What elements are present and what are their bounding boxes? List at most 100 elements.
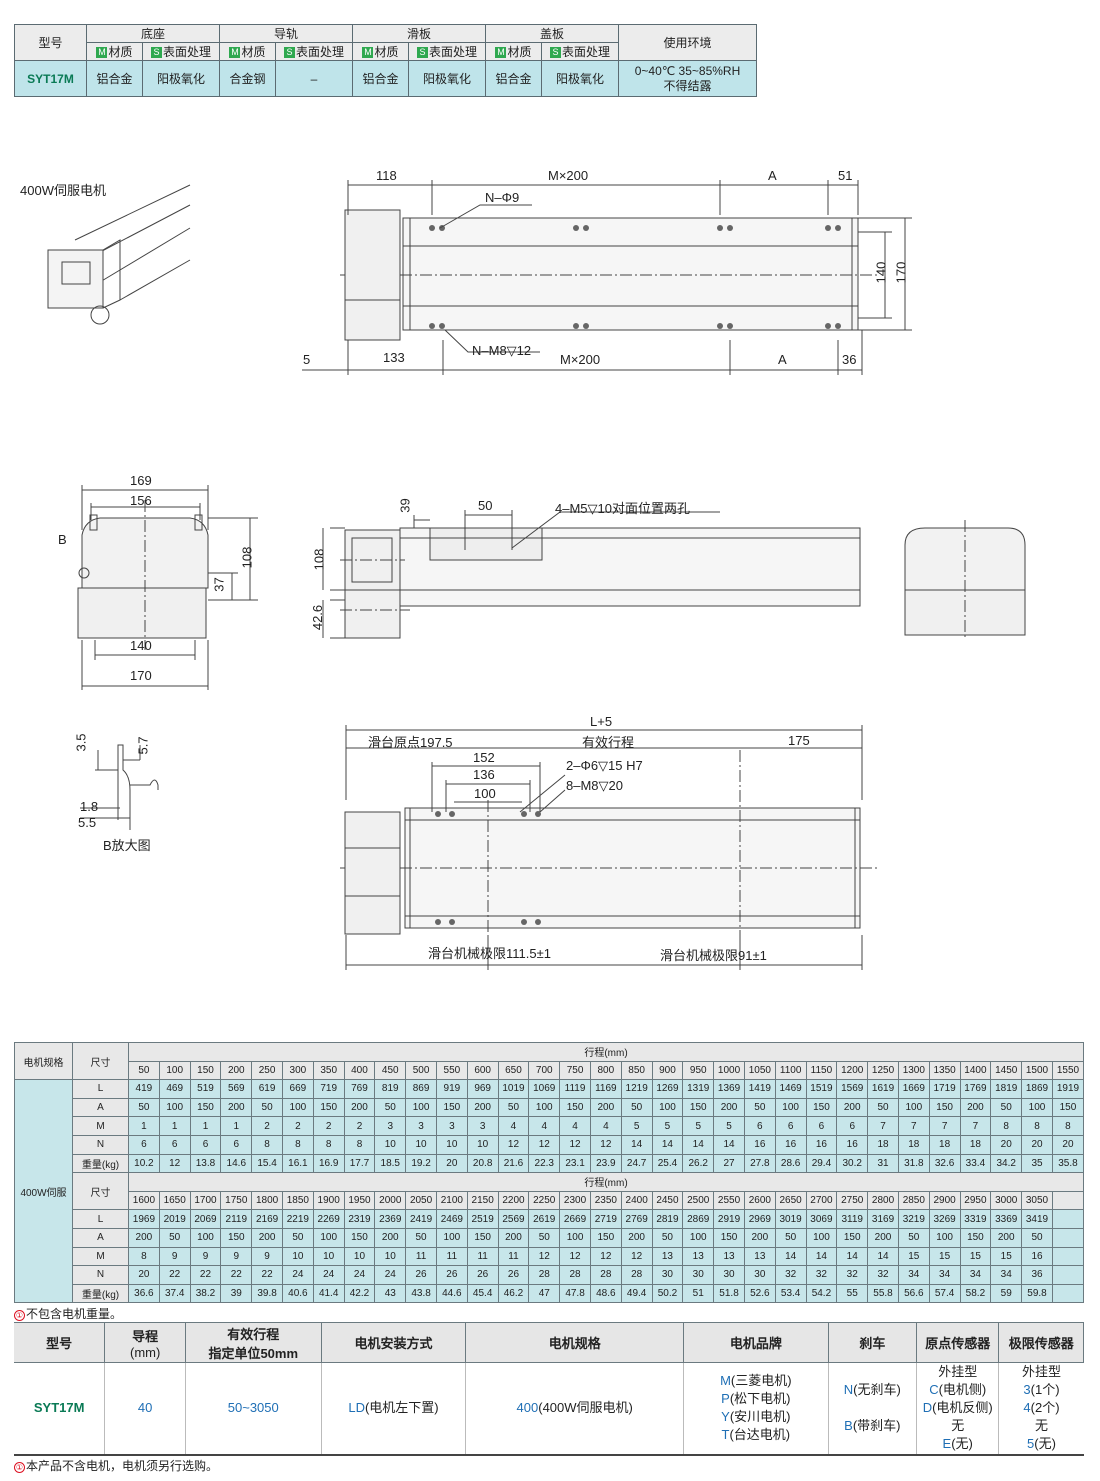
spec-value: 3269 [928,1209,961,1229]
spec-value: 19.2 [405,1153,437,1174]
dim-42-6: 42.6 [310,604,326,631]
spec-value: 50 [528,1227,561,1248]
spec-value: 5 [620,1116,653,1136]
spec-value: 3169 [867,1209,899,1229]
spec-value: 50 [651,1227,684,1248]
spec-value: 38.2 [189,1283,222,1304]
spec-value: 2569 [497,1209,530,1229]
spec-value: 1419 [743,1079,776,1099]
spec-value: 7 [959,1116,992,1136]
spec-value: 49.4 [620,1283,653,1304]
spec-value: 3119 [836,1209,869,1229]
spec-value: 26 [405,1265,437,1285]
spec-value: 150 [189,1097,222,1118]
spec-value: 10.2 [128,1153,160,1174]
origin-label: 滑台原点197.5 [368,735,453,750]
spec-value: 100 [281,1097,314,1118]
spec-value: 100 [528,1097,561,1118]
spec-value: 8 [343,1134,376,1155]
spec-value: 150 [1051,1097,1085,1118]
stroke-value: 1550 [1051,1060,1085,1081]
spec-value: 33.4 [959,1153,992,1174]
spec-value: 100 [189,1227,222,1248]
spec-value: 1369 [713,1079,745,1099]
spec-value: 14 [805,1246,838,1267]
spec-value: 32 [836,1265,869,1285]
spec-value: 869 [405,1079,437,1099]
right-end-view [904,520,1026,640]
ord-hdr-brand: 电机品牌 [682,1322,829,1363]
stroke-value: 550 [435,1060,468,1081]
hdr-env: 使用环境 [618,24,757,61]
spec-value: 15.4 [251,1153,283,1174]
spec-value: 26 [435,1265,468,1285]
spec-value: 1869 [1021,1079,1053,1099]
spec-value: 59.8 [1021,1283,1053,1304]
ord-lead: 40 [104,1362,186,1456]
row-label: 重量(kg) [72,1153,129,1174]
spec-value: 57.4 [928,1283,961,1304]
spec-value: 11 [466,1246,499,1267]
spec-value: 200 [220,1097,253,1118]
spec-value: 100 [405,1097,437,1118]
spec-value: 10 [343,1246,376,1267]
empty-cell [1051,1283,1085,1304]
stroke-value: 2800 [867,1190,899,1211]
spec-value: 42.2 [343,1283,376,1304]
spec-value: 31 [867,1153,899,1174]
spec-value: 45.4 [466,1283,499,1304]
spec-value: 200 [867,1227,899,1248]
dim-136: 136 [473,767,495,782]
motor-col-header: 电机规格 [14,1041,73,1081]
spec-value: 46.2 [497,1283,530,1304]
dim-140: 140 [873,261,889,284]
spec-value: 200 [713,1097,745,1118]
spec-value: 59 [990,1283,1023,1304]
spec-value: 2 [281,1116,314,1136]
row-label: A [72,1097,129,1118]
dim-140-end: 140 [130,638,152,653]
size-col-header: 尺寸 [72,1172,129,1211]
spec-value: 22 [251,1265,283,1285]
spec-value: 2269 [312,1209,345,1229]
stroke-header: 行程(mm) [128,1172,1084,1192]
spec-value: 4 [528,1116,561,1136]
spec-value: 150 [928,1097,961,1118]
row-label: M [72,1246,129,1267]
spec-value: 200 [466,1097,499,1118]
stroke-value: 1450 [990,1060,1023,1081]
spec-value: 2469 [435,1209,468,1229]
spec-value: 10 [312,1246,345,1267]
spec-value: 56.6 [897,1283,930,1304]
spec-value: 6 [743,1116,776,1136]
spec-value: 15 [959,1246,992,1267]
spec-value: 43.8 [405,1283,437,1304]
spec-value: 7 [897,1116,930,1136]
stroke-value: 900 [651,1060,684,1081]
ord-model: SYT17M [14,1362,105,1456]
stroke-value: 2650 [774,1190,807,1211]
stroke-value: 950 [682,1060,715,1081]
ord-hdr-brake: 刹车 [827,1322,917,1363]
dim-a-bottom: A [778,352,787,367]
stroke-label: 有效行程 [582,735,635,750]
spec-value: 2619 [528,1209,561,1229]
spec-value: 27.8 [743,1153,776,1174]
detail-b-caption: B放大图 [103,838,151,853]
spec-value: 50 [743,1097,776,1118]
spec-value: 150 [220,1227,253,1248]
stroke-value: 2750 [836,1190,869,1211]
spec-value: 29.4 [805,1153,838,1174]
spec-value: 5 [682,1116,715,1136]
spec-value: 12 [528,1246,561,1267]
top-view [302,180,912,375]
spec-value: 53.4 [774,1283,807,1304]
spec-value: 1119 [559,1079,591,1099]
ord-stroke: 50~3050 [184,1362,322,1456]
spec-value: 14 [682,1134,715,1155]
spec-value: 2419 [405,1209,437,1229]
motor-label: 400W伺服电机 [20,183,106,198]
spec-value: 12 [528,1134,561,1155]
spec-value: 6 [774,1116,807,1136]
spec-value: 150 [435,1097,468,1118]
